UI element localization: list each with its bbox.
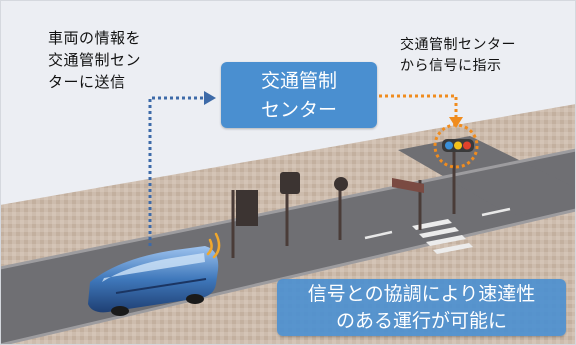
crosswalk — [412, 219, 473, 254]
signboard — [236, 190, 258, 226]
traffic-control-center-box: 交通管制 センター — [221, 62, 377, 128]
side-road — [398, 136, 576, 215]
lane-markings — [364, 207, 511, 240]
direction-sign — [392, 178, 424, 193]
caption-box: 信号との協調により速達性 のある運行が可能に — [277, 279, 566, 336]
street-lamp-2 — [334, 177, 348, 191]
bus — [88, 246, 219, 316]
vehicle-to-center-arrow — [148, 96, 205, 246]
vehicle-info-note: 車両の情報を 交通管制セン ターに送信 — [48, 29, 142, 91]
signal-arrowhead — [449, 117, 463, 128]
traffic-signal — [442, 139, 474, 152]
near-curb — [0, 208, 576, 345]
signal-instruction-note: 交通管制センター から信号に指示 — [400, 37, 516, 74]
street-lamp-1 — [280, 172, 300, 194]
wireless-signal-icon — [206, 232, 221, 259]
vehicle-arrowhead — [204, 91, 216, 105]
center-to-signal-arrow — [379, 94, 458, 118]
